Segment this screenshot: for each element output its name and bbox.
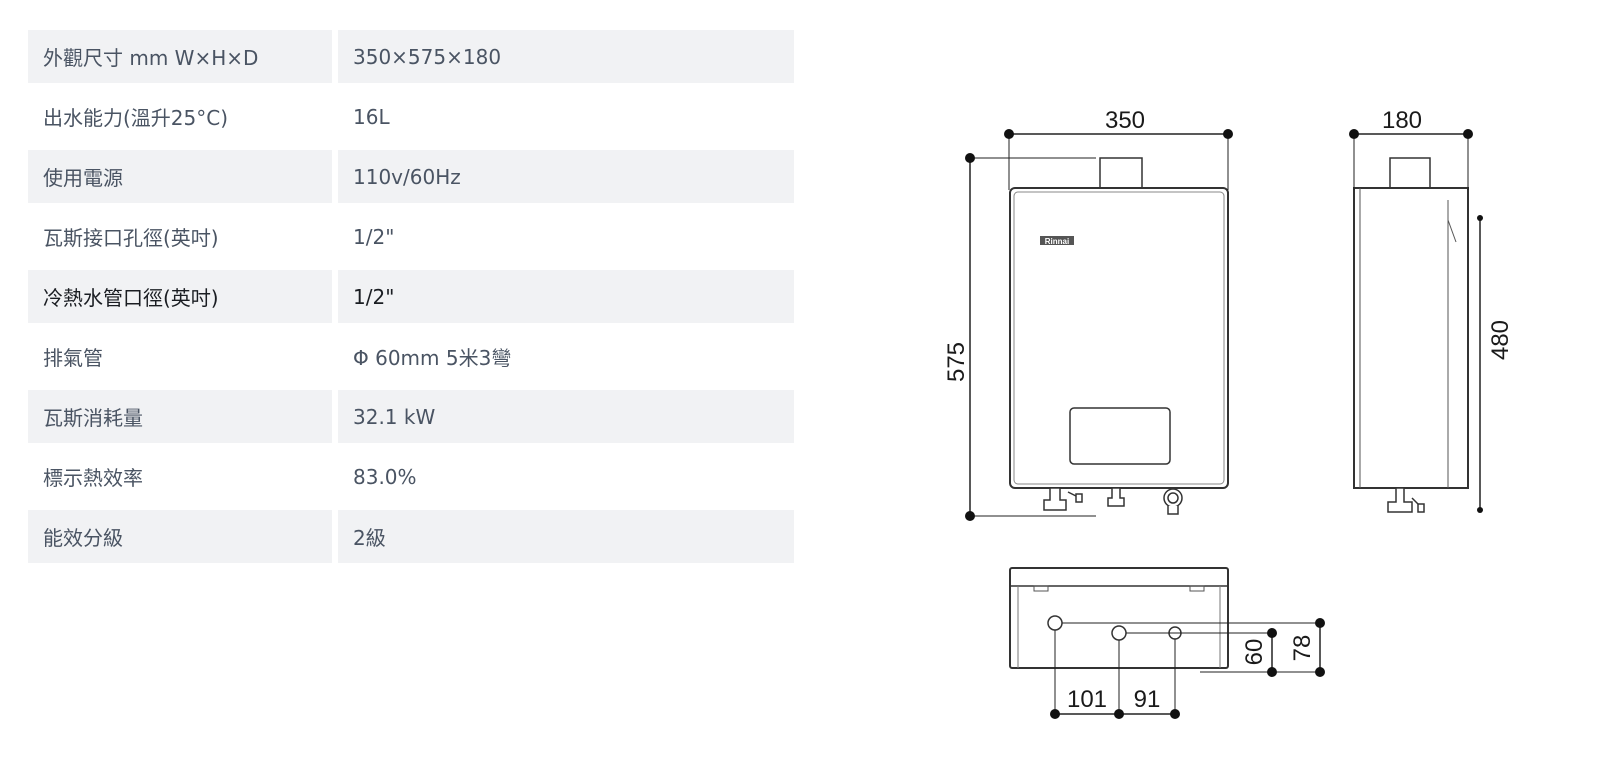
side-height-label: 480: [1487, 320, 1514, 360]
spec-value: 83.0%: [353, 464, 417, 489]
bottom-hole-water: [1111, 625, 1127, 641]
brand-logo-text: Rinnai: [1045, 237, 1069, 246]
front-connectors: [1043, 487, 1183, 515]
bottom-hole-gas: [1047, 615, 1063, 631]
spec-row: 使用電源 110v/60Hz: [28, 150, 794, 203]
front-width-label: 350: [1105, 107, 1145, 134]
dimension-drawing: Rinnai 350: [900, 40, 1560, 760]
bottom-view: 101 91 60 78: [1009, 567, 1325, 719]
spec-row: 標示熱效率 83.0%: [28, 450, 794, 503]
spec-row: 外觀尺寸 mm W×H×D 350×575×180: [28, 30, 794, 83]
dimension-drawing-svg: Rinnai 350: [943, 107, 1514, 719]
side-depth-label: 180: [1382, 107, 1422, 134]
spec-row: 瓦斯接口孔徑(英吋) 1/2": [28, 210, 794, 263]
bottom-spacing-left-label: 101: [1067, 686, 1107, 713]
side-flue: [1389, 157, 1431, 189]
spec-row: 冷熱水管口徑(英吋) 1/2": [28, 270, 794, 323]
spec-label: 瓦斯接口孔徑(英吋): [43, 226, 219, 250]
side-connectors: [1387, 487, 1425, 513]
spec-row: 能效分級 2級: [28, 510, 794, 563]
spec-value: 350×575×180: [338, 30, 794, 83]
bottom-depth-outer-label: 78: [1289, 635, 1316, 662]
spec-label: 排氣管: [43, 346, 103, 370]
bottom-spacing-right-label: 91: [1134, 686, 1161, 713]
bottom-depth-inner-label: 60: [1241, 639, 1268, 666]
spec-row: 排氣管 Φ 60mm 5米3彎: [28, 330, 794, 383]
spec-label: 外觀尺寸 mm W×H×D: [28, 30, 332, 83]
side-body: [1353, 187, 1469, 489]
spec-label: 能效分級: [28, 510, 332, 563]
brand-logo: [1040, 236, 1074, 245]
spec-label: 使用電源: [28, 150, 332, 203]
spec-value: 110v/60Hz: [338, 150, 794, 203]
spec-label: 冷熱水管口徑(英吋): [28, 270, 332, 323]
spec-table: 外觀尺寸 mm W×H×D 350×575×180 出水能力(溫升25°C) 1…: [28, 30, 794, 570]
spec-value: 16L: [353, 104, 390, 129]
spec-row: 出水能力(溫升25°C) 16L: [28, 90, 794, 143]
spec-row: 瓦斯消耗量 32.1 kW: [28, 390, 794, 443]
spec-label: 標示熱效率: [43, 466, 143, 490]
front-view: Rinnai 350: [943, 107, 1233, 521]
spec-value: 1/2": [353, 224, 395, 249]
control-panel: [1069, 407, 1171, 465]
front-body: [1009, 187, 1229, 489]
spec-label: 出水能力(溫升25°C): [43, 106, 229, 130]
front-flue: [1099, 157, 1143, 189]
spec-value: Φ 60mm 5米3彎: [353, 346, 512, 370]
spec-value: 32.1 kW: [338, 390, 794, 443]
spec-value: 2級: [338, 510, 794, 563]
side-view: 180 480: [1349, 107, 1514, 513]
spec-label: 瓦斯消耗量: [28, 390, 332, 443]
spec-value: 1/2": [338, 270, 794, 323]
front-height-label: 575: [943, 342, 970, 382]
